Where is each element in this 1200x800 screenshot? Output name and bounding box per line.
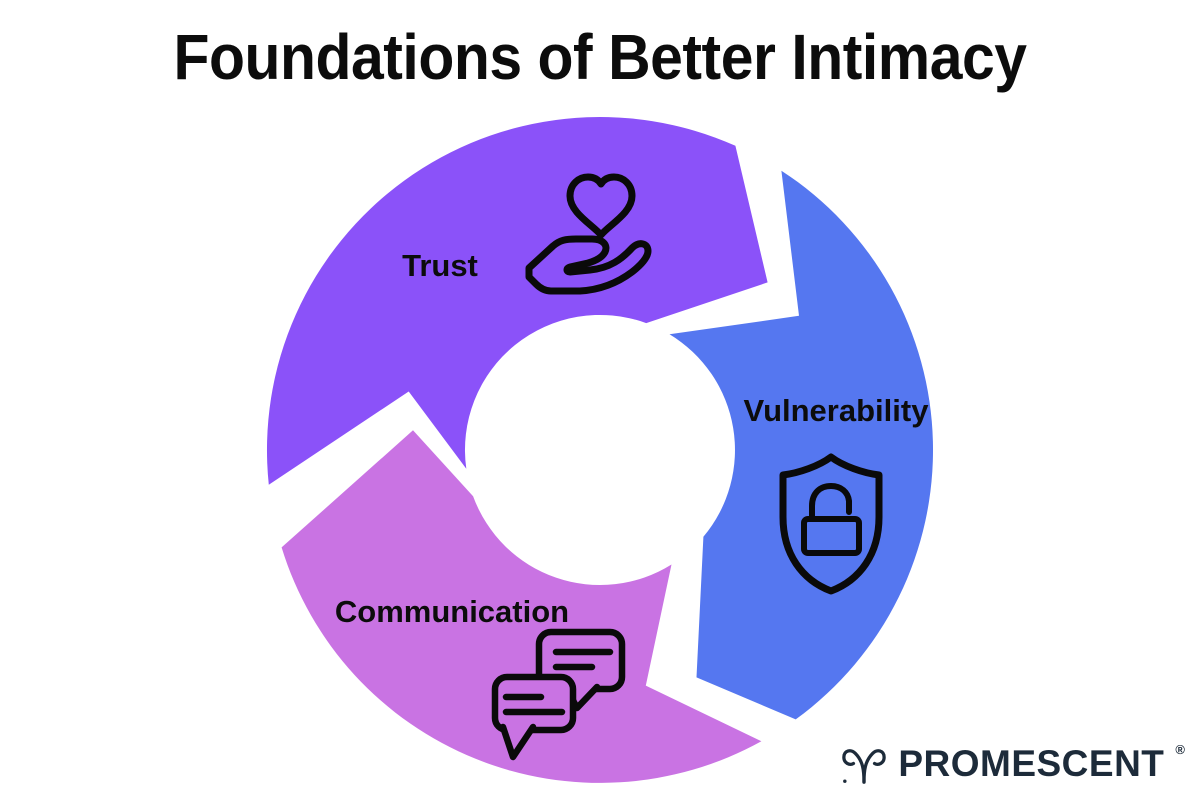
front-bubble-text-lines [502, 693, 566, 716]
hand-holding-heart-icon [525, 173, 652, 295]
lock-body-icon [801, 516, 862, 556]
segment-label-trust: Trust [402, 248, 478, 283]
shield-outline-icon [779, 453, 883, 595]
back-bubble-text-lines [552, 648, 614, 671]
segment-labels: Trust Vulnerability Communication [335, 248, 929, 629]
segment-label-communication: Communication [335, 594, 569, 629]
segment-label-vulnerability: Vulnerability [744, 393, 930, 428]
page-title: Foundations of Better Intimacy [173, 21, 1027, 93]
logo-text: PROMESCENT [898, 742, 1165, 784]
segment-trust [266, 117, 768, 485]
registered-mark: ® [1175, 741, 1185, 757]
open-hand-icon [525, 235, 652, 295]
chat-bubbles-icon [491, 628, 626, 761]
segment-communication [281, 430, 762, 783]
brand-logo: PROMESCENT ® [840, 740, 1185, 786]
lock-shackle-open-icon [809, 483, 852, 522]
heart-icon [566, 173, 636, 239]
ram-horns-icon [842, 749, 887, 784]
cycle-segments [266, 117, 934, 783]
front-bubble-tail-icon [499, 723, 537, 761]
shield-unlock-icon [779, 453, 883, 595]
segment-vulnerability [669, 170, 934, 720]
front-chat-bubble-icon [491, 673, 577, 734]
